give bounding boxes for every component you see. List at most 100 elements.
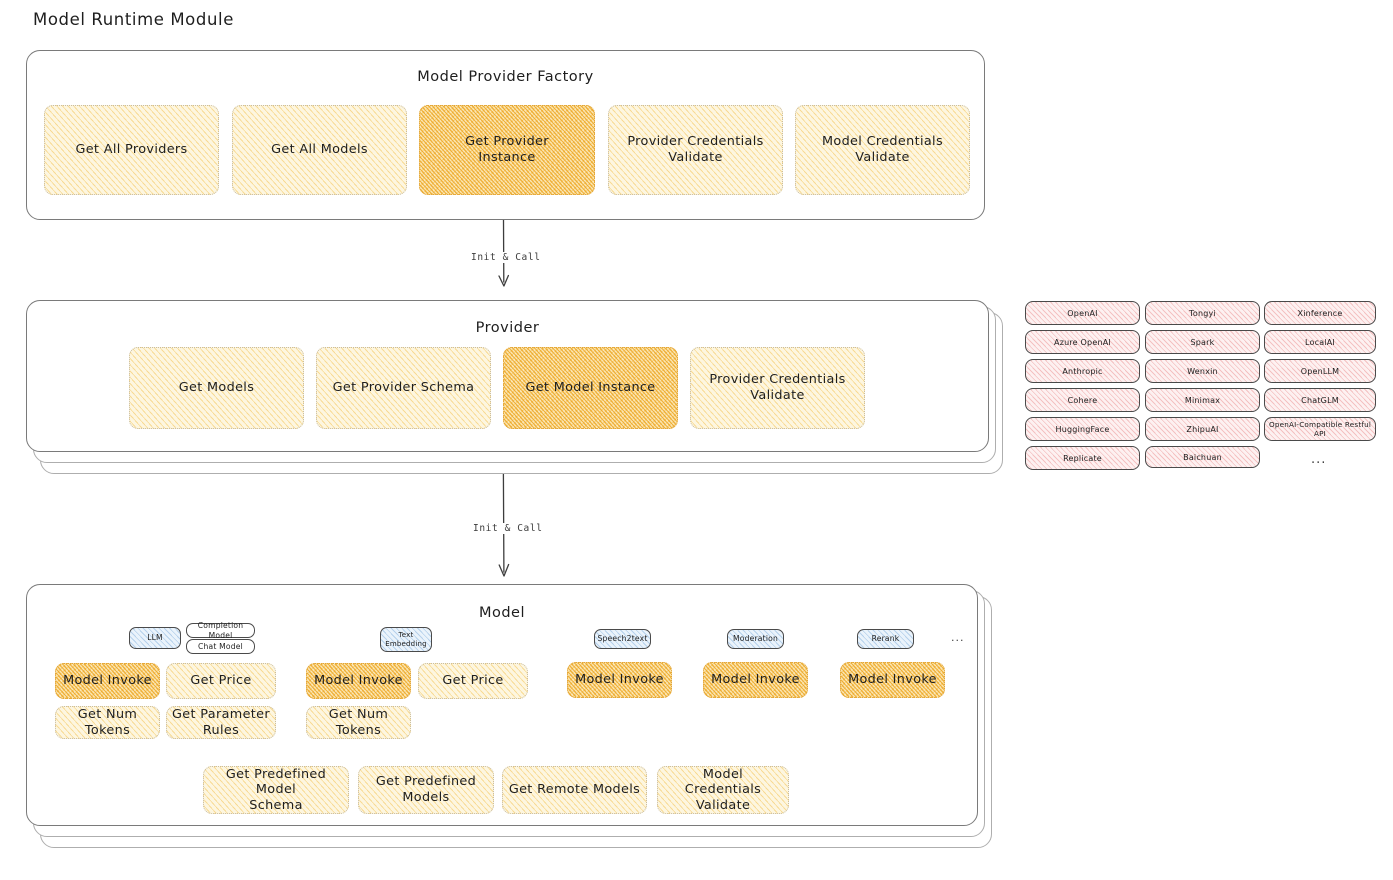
model-type-moderation[interactable]: Moderation: [727, 629, 784, 649]
node-label: Get Parameter Rules: [172, 706, 271, 738]
node-label: Model Invoke: [63, 673, 152, 689]
provider-label: ChatGLM: [1301, 395, 1339, 405]
node-label: Model Invoke: [575, 672, 664, 688]
node-label: Get Num Tokens: [77, 706, 138, 738]
provider-label: LocalAI: [1305, 337, 1335, 347]
node-get-provider-schema[interactable]: Get Provider Schema: [316, 347, 491, 429]
model-type-speech2text[interactable]: Speech2text: [594, 629, 651, 649]
provider-label: Tongyi: [1189, 308, 1216, 318]
node-label: Get Predefined Model Schema: [225, 766, 327, 813]
node-get-all-models[interactable]: Get All Models: [232, 105, 407, 195]
node-get-provider-instance[interactable]: Get Provider Instance: [419, 105, 595, 195]
provider-item-zhipuai[interactable]: ZhipuAI: [1145, 417, 1260, 441]
node-label: Model Credentials Validate: [822, 134, 943, 165]
node-get-remote-models[interactable]: Get Remote Models: [502, 766, 647, 814]
model-subtype-label: Chat Model: [198, 641, 243, 651]
provider-label: Replicate: [1063, 453, 1102, 463]
provider-item-cohere[interactable]: Cohere: [1025, 388, 1140, 412]
model-type-label: Rerank: [871, 634, 900, 644]
provider-title: Provider: [475, 320, 540, 336]
provider-item-replicate[interactable]: Replicate: [1025, 446, 1140, 470]
model-subtype-chat-model[interactable]: Chat Model: [186, 639, 255, 654]
node-label: Get Price: [190, 673, 252, 689]
node-label: Get Model Instance: [525, 380, 656, 396]
arrow-label-init-call-2: Init & Call: [470, 523, 546, 534]
node-label: Model Invoke: [711, 672, 800, 688]
model-subtype-completion-model[interactable]: Completion Model: [186, 621, 255, 640]
provider-item-azure-openai[interactable]: Azure OpenAI: [1025, 330, 1140, 354]
node-label: Get Num Tokens: [328, 706, 389, 738]
node-embedding-model-invoke[interactable]: Model Invoke: [306, 663, 411, 699]
provider-item-openai-compatible-restful-api[interactable]: OpenAI-Compatible Restful API: [1264, 417, 1376, 441]
provider-label: Azure OpenAI: [1054, 337, 1111, 347]
node-model-credentials-validate[interactable]: Model Credentials Validate: [795, 105, 970, 195]
provider-label: Baichuan: [1183, 452, 1222, 462]
node-embedding-get-num-tokens[interactable]: Get Num Tokens: [306, 706, 411, 739]
node-get-predefined-models[interactable]: Get Predefined Models: [358, 766, 494, 814]
provider-item-anthropic[interactable]: Anthropic: [1025, 359, 1140, 383]
provider-label: Cohere: [1067, 395, 1098, 405]
node-label: Model Invoke: [314, 673, 403, 689]
node-label: Get Price: [442, 673, 504, 689]
provider-label: Minimax: [1184, 395, 1221, 405]
node-llm-get-num-tokens[interactable]: Get Num Tokens: [55, 706, 160, 739]
provider-label: HuggingFace: [1055, 424, 1110, 434]
provider-label: Anthropic: [1062, 366, 1103, 376]
provider-item-wenxin[interactable]: Wenxin: [1145, 359, 1260, 383]
arrow-label-init-call-1: Init & Call: [468, 252, 544, 263]
node-llm-get-parameter-rules[interactable]: Get Parameter Rules: [166, 706, 276, 739]
provider-label: ZhipuAI: [1186, 424, 1219, 434]
model-type-label: Speech2text: [597, 634, 648, 644]
provider-item-spark[interactable]: Spark: [1145, 330, 1260, 354]
provider-item-openai[interactable]: OpenAI: [1025, 301, 1140, 325]
model-type-label: LLM: [147, 633, 163, 643]
node-provider-credentials-validate[interactable]: Provider Credentials Validate: [608, 105, 783, 195]
provider-label: OpenLLM: [1300, 366, 1340, 376]
node-moderation-model-invoke[interactable]: Model Invoke: [703, 662, 808, 698]
model-subtype-label: Completion Model: [197, 621, 244, 640]
provider-label: Wenxin: [1187, 366, 1218, 376]
node-embedding-get-price[interactable]: Get Price: [418, 663, 528, 699]
provider-item-tongyi[interactable]: Tongyi: [1145, 301, 1260, 325]
node-get-model-instance[interactable]: Get Model Instance: [503, 347, 678, 429]
model-type-label: Moderation: [732, 634, 778, 644]
provider-item-chatglm[interactable]: ChatGLM: [1264, 388, 1376, 412]
node-label: Model Invoke: [848, 672, 937, 688]
node-speech2text-model-invoke[interactable]: Model Invoke: [567, 662, 672, 698]
node-get-models[interactable]: Get Models: [129, 347, 304, 429]
node-label: Get All Models: [271, 142, 368, 158]
provider-item-localai[interactable]: LocalAI: [1264, 330, 1376, 354]
provider-list-more: ...: [1311, 452, 1327, 467]
node-label: Get Remote Models: [508, 782, 641, 798]
model-type-text-embedding[interactable]: Text Embedding: [380, 627, 432, 652]
model-type-llm[interactable]: LLM: [129, 627, 181, 649]
model-type-label: Text Embedding: [385, 631, 427, 648]
node-rerank-model-invoke[interactable]: Model Invoke: [840, 662, 945, 698]
node-label: Provider Credentials Validate: [709, 372, 846, 403]
node-model-credentials-validate-3[interactable]: Model Credentials Validate: [657, 766, 789, 814]
model-title: Model: [478, 605, 526, 621]
provider-label: OpenAI: [1067, 308, 1098, 318]
provider-item-openllm[interactable]: OpenLLM: [1264, 359, 1376, 383]
page-title: Model Runtime Module: [33, 10, 234, 29]
node-get-all-providers[interactable]: Get All Providers: [44, 105, 219, 195]
provider-item-huggingface[interactable]: HuggingFace: [1025, 417, 1140, 441]
provider-item-baichuan[interactable]: Baichuan: [1145, 446, 1260, 468]
node-label: Get Models: [178, 380, 255, 396]
node-get-predefined-model-schema[interactable]: Get Predefined Model Schema: [203, 766, 349, 814]
arrow-factory-to-provider: [498, 220, 510, 287]
model-type-rerank[interactable]: Rerank: [857, 629, 914, 649]
node-provider-credentials-validate-2[interactable]: Provider Credentials Validate: [690, 347, 865, 429]
node-label: Provider Credentials Validate: [627, 134, 764, 165]
provider-item-minimax[interactable]: Minimax: [1145, 388, 1260, 412]
provider-label: Spark: [1190, 337, 1215, 347]
node-label: Model Credentials Validate: [684, 766, 762, 813]
node-label: Get Predefined Models: [375, 774, 477, 805]
node-label: Get Provider Instance: [465, 134, 549, 165]
model-types-more: ...: [951, 631, 965, 644]
node-label: Get Provider Schema: [332, 380, 475, 396]
provider-item-xinference[interactable]: Xinference: [1264, 301, 1376, 325]
node-llm-model-invoke[interactable]: Model Invoke: [55, 663, 160, 699]
node-label: Get All Providers: [75, 142, 188, 158]
node-llm-get-price[interactable]: Get Price: [166, 663, 276, 699]
